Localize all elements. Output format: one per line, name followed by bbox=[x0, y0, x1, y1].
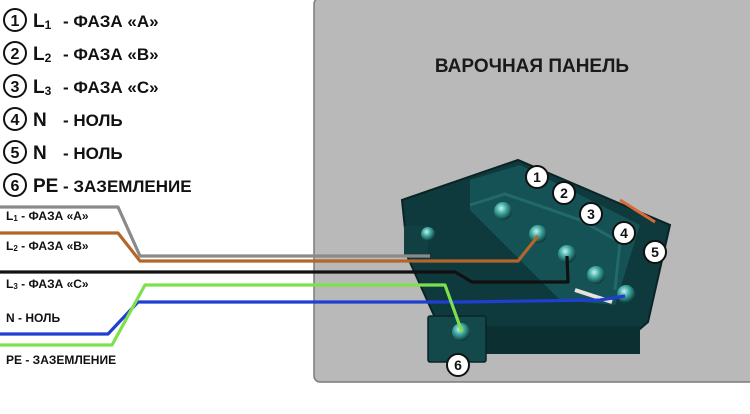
terminal-callout-circle bbox=[446, 353, 470, 377]
terminal-callouts: 1 2 3 4 5 6 bbox=[446, 165, 667, 377]
legend-code: L2 bbox=[33, 44, 52, 65]
terminal-callout-number: 1 bbox=[533, 169, 541, 185]
panel-title: ВАРОЧНАЯ ПАНЕЛЬ bbox=[435, 56, 629, 77]
legend-number-circle bbox=[3, 74, 27, 98]
terminal-callout: 2 bbox=[552, 181, 576, 205]
terminal-callout-circle bbox=[612, 221, 636, 245]
wires bbox=[0, 205, 626, 347]
terminal-callout: 1 bbox=[525, 165, 549, 189]
legend-number-circle bbox=[3, 140, 27, 164]
legend-code-sub: 2 bbox=[45, 51, 52, 65]
wire-line bbox=[0, 205, 430, 258]
terminal-callout: 4 bbox=[612, 221, 636, 245]
legend-number-circle bbox=[3, 8, 27, 32]
legend-row: 6 PE - ЗАЗЕМЛЕНИЕ bbox=[3, 173, 192, 197]
wire-label: N - НОЛЬ bbox=[6, 311, 60, 325]
legend-number: 1 bbox=[11, 13, 20, 30]
terminal-callout-circle bbox=[643, 240, 667, 264]
legend-description: - ФАЗА «А» bbox=[63, 12, 159, 31]
terminal-callout-number: 3 bbox=[587, 206, 595, 222]
terminal-callout: 6 bbox=[446, 353, 470, 377]
legend-description: - НОЛЬ bbox=[63, 144, 123, 163]
wire-label: L2 - ФАЗА «В» bbox=[6, 239, 89, 253]
legend-code: N bbox=[33, 143, 47, 164]
wire-label-rest: - ФАЗА «В» bbox=[18, 239, 89, 253]
terminal-callout-number: 4 bbox=[620, 225, 628, 241]
legend-code: L1 bbox=[33, 11, 52, 32]
legend-number-circle bbox=[3, 173, 27, 197]
legend-code-sub: 1 bbox=[45, 18, 52, 32]
legend-number: 3 bbox=[11, 79, 20, 96]
legend-number-circle bbox=[3, 107, 27, 131]
wire-label-sub: 1 bbox=[13, 214, 18, 223]
wire-line bbox=[0, 294, 626, 336]
terminal-callout: 5 bbox=[643, 240, 667, 264]
wire-line bbox=[0, 255, 570, 284]
legend-number: 4 bbox=[11, 112, 20, 129]
wire-label-rest: - ФАЗА «А» bbox=[18, 209, 89, 223]
wire-label-sub: 2 bbox=[13, 244, 18, 253]
legend-description: - ФАЗА «С» bbox=[63, 78, 159, 97]
terminal-callout-circle bbox=[552, 181, 576, 205]
legend-number: 5 bbox=[11, 145, 20, 162]
legend-code: PE bbox=[33, 176, 58, 197]
legend-number: 6 bbox=[11, 178, 20, 195]
terminal-callout-circle bbox=[525, 165, 549, 189]
wire-label: PE - ЗАЗЕМЛЕНИЕ bbox=[6, 353, 116, 367]
legend-code: N bbox=[33, 110, 47, 131]
legend-description: - ФАЗА «В» bbox=[63, 45, 159, 64]
legend-description: - ЗАЗЕМЛЕНИЕ bbox=[63, 177, 192, 196]
terminal-callout: 3 bbox=[579, 202, 603, 226]
terminal-callout-circle bbox=[579, 202, 603, 226]
legend-description: - НОЛЬ bbox=[63, 111, 123, 130]
terminal-callout-number: 6 bbox=[454, 357, 462, 373]
wire-line bbox=[0, 231, 540, 263]
wire-label-sub: 3 bbox=[13, 282, 18, 291]
legend-code-sub: 3 bbox=[45, 84, 52, 98]
legend-code: L3 bbox=[33, 77, 52, 98]
terminal-callout-number: 5 bbox=[651, 244, 659, 260]
wire-labels: L1 - ФАЗА «А» L2 - ФАЗА «В» L3 - ФАЗА «С» N… bbox=[6, 209, 116, 367]
wire-label: L3 - ФАЗА «С» bbox=[6, 277, 89, 291]
terminal-callout-number: 2 bbox=[560, 185, 568, 201]
legend-number-circle bbox=[3, 41, 27, 65]
terminal-block bbox=[400, 158, 672, 363]
wire-label-rest: - ФАЗА «С» bbox=[18, 277, 89, 291]
wire-line bbox=[0, 283, 464, 347]
legend-number: 2 bbox=[11, 46, 20, 63]
wire-label: L1 - ФАЗА «А» bbox=[6, 209, 89, 223]
